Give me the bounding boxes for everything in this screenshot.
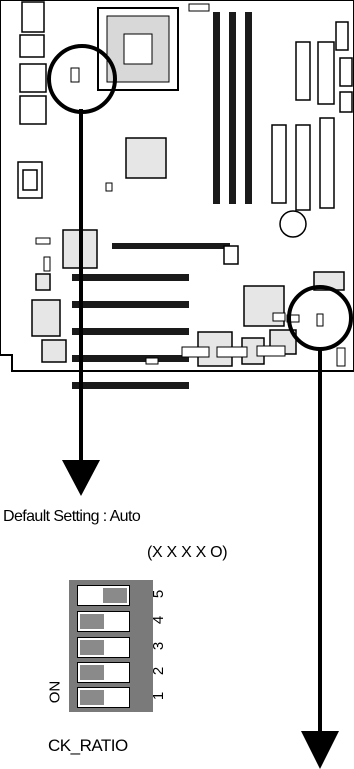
dip-switch-4[interactable] [77,611,130,632]
switch-knob-2 [80,665,104,680]
dip-switch-5[interactable] [77,585,130,606]
switch-number-3: 3 [150,641,168,651]
cpu-socket [97,7,179,91]
agp-slot [112,243,230,249]
switch-number-4: 4 [150,615,168,625]
switch-knob-5 [103,588,127,603]
default-setting-label: Default Setting : Auto [3,508,141,525]
switch-knob-4 [80,614,104,629]
jumper-right [316,313,324,327]
arrow-left-head [62,460,100,496]
pci-slots [72,274,189,389]
dip-switch-2[interactable] [77,662,130,683]
switch-pattern-label: (X X X X O) [147,544,228,561]
switch-number-2: 2 [150,666,168,676]
switch-number-1: 1 [150,691,168,701]
on-label: ON [46,680,64,704]
agp-latch [223,245,239,265]
ck-ratio-label: CK_RATIO [48,736,128,755]
jumper-top [70,67,80,83]
memory-slots [213,12,252,204]
switch-knob-3 [80,640,104,655]
rear-io-connectors [17,1,47,199]
switch-number-5: 5 [150,589,168,599]
small-headers [35,182,346,367]
ide-connectors [271,21,353,211]
switch-knob-1 [80,690,104,705]
battery [279,210,307,238]
header-top [188,3,210,12]
dip-switch-3[interactable] [77,637,130,658]
dip-switch [69,580,153,712]
arrow-right-head [301,731,339,769]
dip-switch-1[interactable] [77,687,130,708]
